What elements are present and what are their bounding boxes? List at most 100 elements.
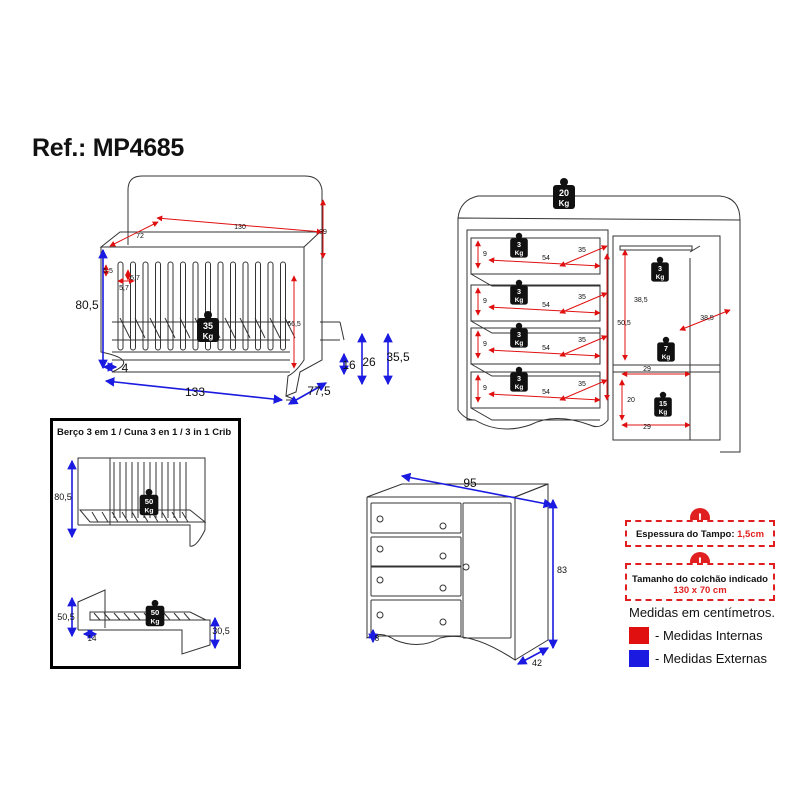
inset-crib-support xyxy=(111,511,119,523)
weight-unit: Kg xyxy=(662,354,671,361)
external-dimension-line xyxy=(104,377,284,404)
weight-body xyxy=(510,328,528,348)
weight-icon: 3Kg xyxy=(651,256,669,282)
knob xyxy=(439,618,447,626)
weight-unit: Kg xyxy=(656,274,665,281)
crib-slat xyxy=(142,261,149,351)
weight-value: 7 xyxy=(664,344,668,353)
inset-bed-headboard xyxy=(77,589,106,630)
knob xyxy=(439,552,447,560)
internal-dimension-line xyxy=(559,245,608,267)
internal-dimension-label: 29 xyxy=(643,366,651,373)
external-dimension-label: 50,5 xyxy=(57,612,75,622)
internal-dimension-label: 54 xyxy=(542,255,550,262)
crib-left-end xyxy=(100,247,290,373)
external-dimension-label: 133 xyxy=(185,385,205,399)
internal-dimension-label: 20 xyxy=(627,397,635,404)
mattress-note: Tamanho do colchão indicado 130 x 70 cm xyxy=(625,563,775,601)
dresser-side xyxy=(514,483,549,661)
legend-internal-label: - Medidas Internas xyxy=(655,627,763,643)
weight-body xyxy=(510,238,528,258)
internal-dimension-label: 35 xyxy=(578,381,586,388)
internal-dimension-label: 38,5 xyxy=(700,315,714,322)
inset-bed-support xyxy=(103,612,111,621)
mattress-support xyxy=(164,317,176,339)
cabinet-shelf xyxy=(613,364,720,373)
internal-dimension-label: 9 xyxy=(483,341,487,348)
internal-dimension-label: 54 xyxy=(542,302,550,309)
external-dimension-line xyxy=(516,647,550,665)
weight-body xyxy=(654,397,672,417)
inset-bed-support xyxy=(133,612,141,621)
weight-unit: Kg xyxy=(150,619,159,626)
reference-title: Ref.: MP4685 xyxy=(32,134,185,162)
open-drawer xyxy=(470,327,601,365)
crib-headboard xyxy=(127,175,323,250)
mattress-support xyxy=(119,317,131,339)
legend-title: Medidas em centímetros. xyxy=(629,605,775,620)
crib-drawer-rail xyxy=(320,321,345,341)
crib-slat xyxy=(167,261,174,351)
weight-body xyxy=(651,262,669,282)
weight-unit: Kg xyxy=(203,332,214,341)
internal-dimension-line xyxy=(109,221,159,247)
knob xyxy=(376,515,384,523)
weight-value: 15 xyxy=(659,399,667,408)
weight-unit: Kg xyxy=(144,508,153,515)
crib-right-end xyxy=(285,232,323,397)
internal-dimension-label: 50,5 xyxy=(617,320,631,327)
inset-crib-support xyxy=(161,511,169,523)
dresser-door xyxy=(462,502,512,639)
weight-unit: Kg xyxy=(515,340,524,347)
dresser-frame xyxy=(457,217,741,453)
external-dimension-label: 26 xyxy=(362,355,376,369)
internal-dimension-label: 66,5 xyxy=(287,321,301,328)
convertible-crib-panel xyxy=(50,418,241,669)
mattress-value: 130 x 70 cm xyxy=(673,585,727,596)
internal-dimension-label: 54 xyxy=(542,345,550,352)
external-dimension-line xyxy=(400,472,554,509)
weight-body xyxy=(510,372,528,392)
top-thickness-label: Espessura do Tampo: xyxy=(635,529,735,540)
weight-value: 20 xyxy=(559,188,569,198)
external-dimension-label: 95 xyxy=(463,476,477,490)
internal-dimension-line xyxy=(559,379,608,401)
external-dimension-label: 42 xyxy=(532,658,542,668)
knob xyxy=(376,611,384,619)
weight-unit: Kg xyxy=(515,297,524,304)
crib-slat xyxy=(130,261,136,351)
weight-icon: 3Kg xyxy=(510,366,528,392)
inset-bed-support xyxy=(173,612,181,621)
internal-dimension-label: 29 xyxy=(643,424,651,431)
weight-unit: Kg xyxy=(515,384,524,391)
open-drawer-bottom xyxy=(470,273,600,287)
internal-dimension-label: 9 xyxy=(483,385,487,392)
crib-slat xyxy=(230,261,236,351)
crib-slat xyxy=(192,261,199,351)
open-drawer xyxy=(470,284,601,322)
external-dimension-label: 80,5 xyxy=(54,492,72,502)
inset-bed-support xyxy=(113,612,121,621)
weight-value: 50 xyxy=(151,608,160,617)
internal-dimension-label: 54 xyxy=(542,389,550,396)
weight-body xyxy=(657,342,675,362)
legend-internal: - Medidas Internas xyxy=(629,626,763,644)
internal-dimension-label: 35 xyxy=(578,247,586,254)
inset-crib xyxy=(77,457,206,547)
weight-body xyxy=(145,605,165,627)
crib-slat xyxy=(267,261,274,351)
crib-slat xyxy=(155,261,161,351)
external-dimension-label: 14 xyxy=(88,634,97,643)
weight-value: 3 xyxy=(517,374,521,383)
dresser-drawer xyxy=(370,502,462,534)
mattress-support xyxy=(179,317,191,339)
convertible-crib-title: Berço 3 em 1 / Cuna 3 en 1 / 3 in 1 Crib xyxy=(57,427,232,438)
clothing-rail xyxy=(619,245,693,251)
weight-handle xyxy=(515,232,523,240)
dresser-top-slab xyxy=(457,195,741,221)
